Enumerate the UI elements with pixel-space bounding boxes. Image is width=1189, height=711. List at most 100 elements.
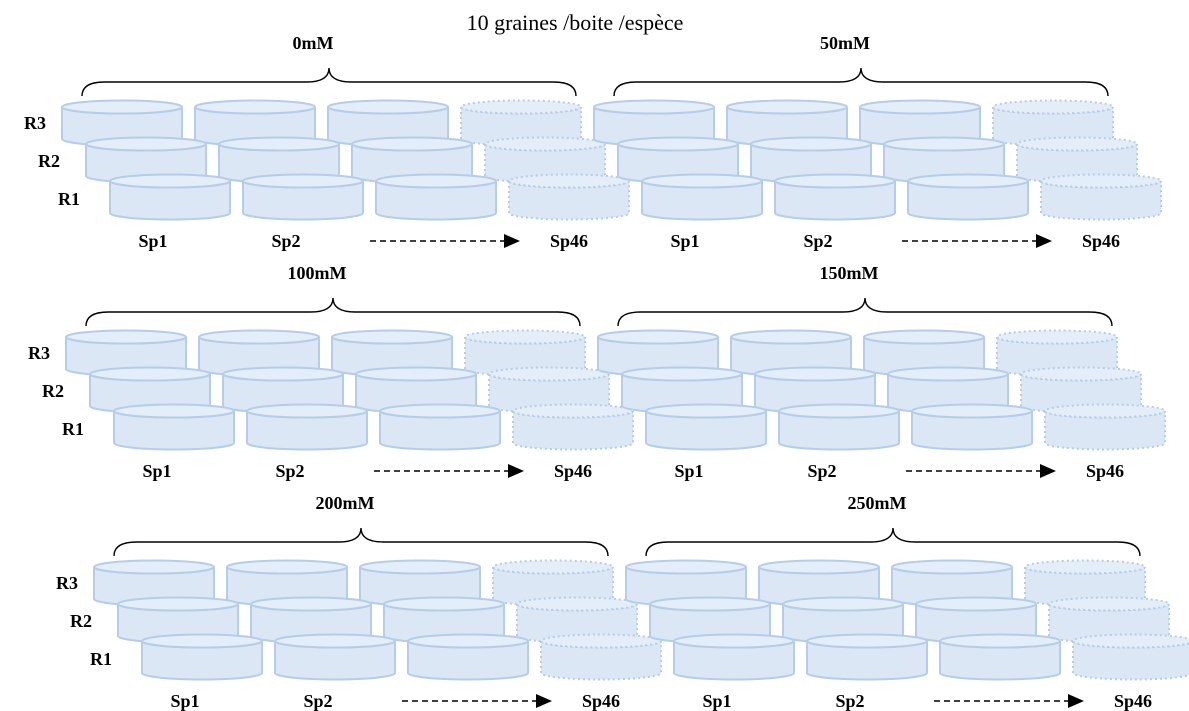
dashed-arrow xyxy=(902,234,1052,248)
petri-dish-r3-sp3 xyxy=(859,99,981,147)
petri-dish-r2-sp46 xyxy=(1020,366,1142,414)
replicate-label-r2: R2 xyxy=(70,611,92,631)
petri-dish-r2-sp1 xyxy=(617,136,739,184)
petri-dish-r1-sp2 xyxy=(778,403,900,451)
petri-dish-r3-sp2 xyxy=(226,559,348,607)
petri-dish-r2-sp46 xyxy=(1048,596,1170,644)
species-label-sp2: Sp2 xyxy=(835,691,864,711)
replicate-label-r1: R1 xyxy=(62,419,84,439)
petri-dish-r3-sp1 xyxy=(625,559,747,607)
species-label-sp1: Sp1 xyxy=(170,691,199,711)
petri-dish-r1-sp1 xyxy=(673,633,795,681)
concentration-label: 0mM xyxy=(293,33,334,53)
petri-dish-r3-sp2 xyxy=(194,99,316,147)
petri-dish-r2-sp46 xyxy=(488,366,610,414)
petri-dish-r1-sp3 xyxy=(907,173,1029,221)
replicate-label-r2: R2 xyxy=(38,151,60,171)
petri-dish-r1-sp1 xyxy=(645,403,767,451)
dashed-arrow xyxy=(370,234,520,248)
petri-dish-r3-sp2 xyxy=(726,99,848,147)
petri-dish-r2-sp46 xyxy=(484,136,606,184)
petri-dish-r3-sp46 xyxy=(492,559,614,607)
species-label-sp46: Sp46 xyxy=(582,691,620,711)
petri-dish-r1-sp1 xyxy=(113,403,235,451)
replicate-label-r3: R3 xyxy=(56,573,78,593)
petri-dish-r2-sp1 xyxy=(649,596,771,644)
concentration-label: 50mM xyxy=(820,33,870,53)
petri-dish-r3-sp46 xyxy=(992,99,1114,147)
species-label-sp2: Sp2 xyxy=(303,691,332,711)
petri-dish-r2-sp46 xyxy=(1016,136,1138,184)
replicate-label-r1: R1 xyxy=(58,189,80,209)
petri-dish-r1-sp46 xyxy=(540,633,662,681)
petri-dish-r2-sp46 xyxy=(516,596,638,644)
petri-dish-r1-sp2 xyxy=(242,173,364,221)
concentration-label: 100mM xyxy=(288,263,347,283)
petri-dish-r1-sp1 xyxy=(641,173,763,221)
species-label-sp46: Sp46 xyxy=(1114,691,1152,711)
petri-dish-r3-sp46 xyxy=(1024,559,1146,607)
replicate-label-r1: R1 xyxy=(90,649,112,669)
species-label-sp46: Sp46 xyxy=(554,461,592,481)
petri-dish-r1-sp2 xyxy=(774,173,896,221)
petri-dish-r3-sp2 xyxy=(198,329,320,377)
species-label-sp46: Sp46 xyxy=(1082,231,1120,251)
petri-dish-r3-sp3 xyxy=(331,329,453,377)
concentration-label: 200mM xyxy=(316,493,375,513)
petri-dish-r1-sp46 xyxy=(1072,633,1189,681)
petri-dish-r3-sp46 xyxy=(996,329,1118,377)
group-brace xyxy=(613,67,1109,97)
concentration-label: 150mM xyxy=(820,263,879,283)
group-brace xyxy=(81,67,577,97)
treatment-group-250mM: 250mM Sp1 Sp2 Sp46 xyxy=(625,493,1189,711)
dashed-arrow xyxy=(402,694,552,708)
diagram-title: 10 graines /boite /espèce xyxy=(467,10,684,35)
replicate-label-r2: R2 xyxy=(42,381,64,401)
group-brace xyxy=(617,297,1113,327)
replicate-label-r3: R3 xyxy=(28,343,50,363)
petri-dish-r1-sp2 xyxy=(246,403,368,451)
petri-dish-r1-sp2 xyxy=(274,633,396,681)
treatment-group-50mM: 50mM Sp1 Sp2 Sp46 xyxy=(593,33,1162,251)
concentration-label: 250mM xyxy=(848,493,907,513)
group-brace xyxy=(85,297,581,327)
petri-dish-r1-sp1 xyxy=(109,173,231,221)
petri-dish-r2-sp2 xyxy=(754,366,876,414)
petri-dish-r2-sp1 xyxy=(117,596,239,644)
species-label-sp2: Sp2 xyxy=(803,231,832,251)
petri-dish-r1-sp3 xyxy=(379,403,501,451)
species-label-sp1: Sp1 xyxy=(142,461,171,481)
species-label-sp1: Sp1 xyxy=(674,461,703,481)
petri-dish-r1-sp3 xyxy=(939,633,1061,681)
species-label-sp2: Sp2 xyxy=(271,231,300,251)
dashed-arrow xyxy=(906,464,1056,478)
dashed-arrow xyxy=(934,694,1084,708)
species-label-sp1: Sp1 xyxy=(702,691,731,711)
species-label-sp2: Sp2 xyxy=(807,461,836,481)
species-label-sp46: Sp46 xyxy=(1086,461,1124,481)
petri-dish-r2-sp3 xyxy=(383,596,505,644)
petri-dish-r1-sp46 xyxy=(512,403,634,451)
replicate-label-r3: R3 xyxy=(24,113,46,133)
petri-dish-r1-sp1 xyxy=(141,633,263,681)
group-brace xyxy=(645,527,1141,557)
petri-dish-r3-sp46 xyxy=(464,329,586,377)
petri-dish-r1-sp3 xyxy=(911,403,1033,451)
petri-dish-r1-sp46 xyxy=(508,173,630,221)
species-label-sp46: Sp46 xyxy=(550,231,588,251)
group-brace xyxy=(113,527,609,557)
petri-dish-r1-sp2 xyxy=(806,633,928,681)
treatment-group-150mM: 150mM Sp1 Sp2 Sp46 xyxy=(597,263,1166,481)
petri-dish-r1-sp3 xyxy=(375,173,497,221)
species-label-sp2: Sp2 xyxy=(275,461,304,481)
petri-dish-r3-sp1 xyxy=(597,329,719,377)
species-label-sp1: Sp1 xyxy=(670,231,699,251)
petri-dish-r2-sp1 xyxy=(89,366,211,414)
species-label-sp1: Sp1 xyxy=(138,231,167,251)
petri-dish-r3-sp46 xyxy=(460,99,582,147)
